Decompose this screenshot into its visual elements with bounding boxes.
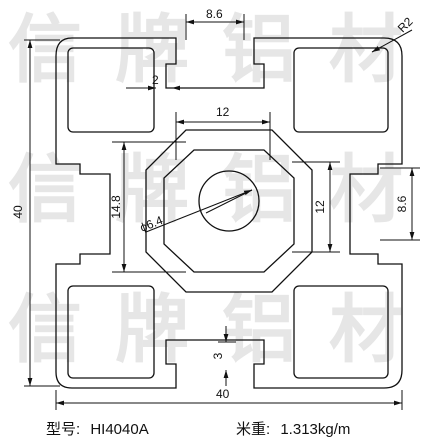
- dim-inner-span: 12: [216, 105, 230, 119]
- dim-right-slot: 8.6: [395, 195, 409, 212]
- svg-text:信: 信: [8, 147, 82, 233]
- watermark: 信 牌 铝 材 信 牌 铝 材 信 牌 铝 材: [8, 7, 403, 373]
- svg-text:铝: 铝: [222, 287, 296, 373]
- dim-left-height: 40: [11, 205, 25, 219]
- svg-text:材: 材: [329, 287, 403, 373]
- svg-text:牌: 牌: [115, 147, 189, 233]
- dim-bottom-gap: 3: [211, 352, 225, 359]
- svg-text:铝: 铝: [222, 7, 296, 93]
- weight-caption: 米重: 1.313kg/m: [236, 418, 350, 439]
- dim-right-span: 12: [313, 200, 327, 214]
- dim-core-height: 14.8: [109, 195, 123, 219]
- svg-text:牌: 牌: [115, 287, 189, 373]
- svg-text:牌: 牌: [115, 7, 189, 93]
- dim-top-width: 8.6: [206, 7, 223, 21]
- weight-value: 1.313kg/m: [280, 421, 351, 438]
- svg-text:信: 信: [8, 287, 82, 373]
- weight-label: 米重:: [236, 421, 271, 438]
- svg-text:材: 材: [329, 7, 403, 93]
- dim-wall: 2: [152, 73, 159, 87]
- svg-text:材: 材: [329, 147, 403, 233]
- dimension-lines: [24, 14, 420, 410]
- model-caption: 型号: HI4040A: [46, 418, 149, 439]
- dim-bottom-width: 40: [216, 387, 230, 401]
- model-label: 型号:: [46, 421, 81, 438]
- model-value: HI4040A: [90, 421, 149, 438]
- svg-text:信: 信: [8, 7, 82, 93]
- svg-text:铝: 铝: [222, 147, 296, 233]
